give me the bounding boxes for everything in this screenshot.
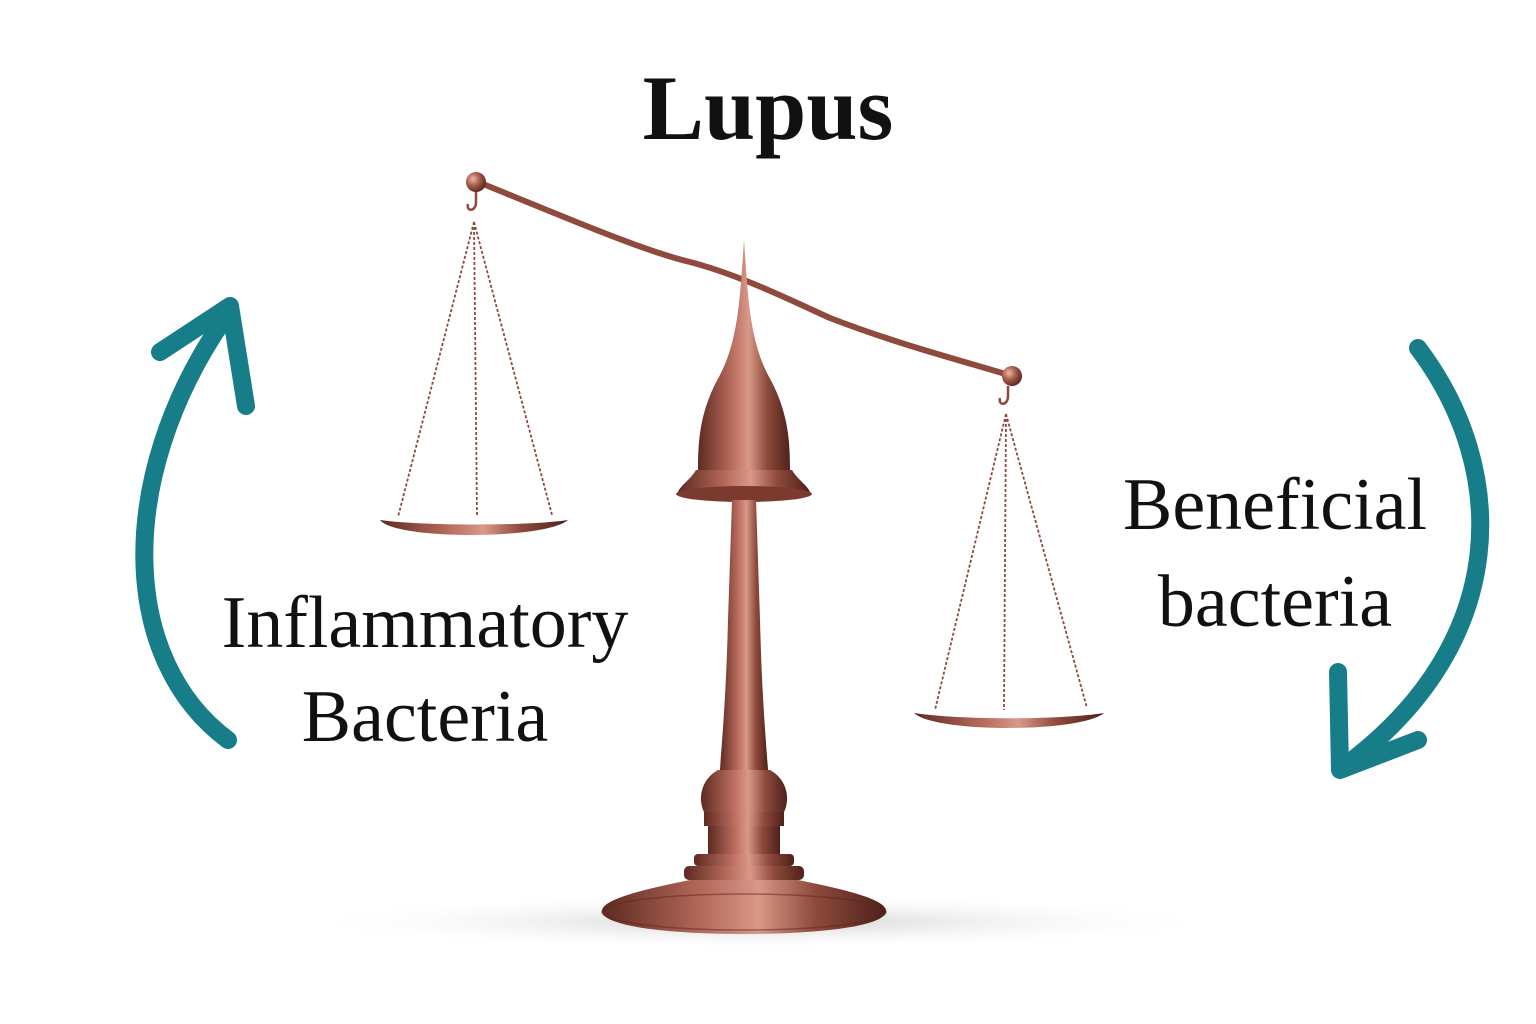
right-label-line-1: Beneficial — [1122, 464, 1428, 546]
left-label-line-2: Bacteria — [301, 676, 549, 758]
balance-scale-icon — [290, 172, 1230, 950]
diagram-title: Lupus — [642, 57, 894, 159]
curved-arrow-up-icon — [135, 297, 255, 749]
left-label-line-1: Inflammatory — [221, 582, 629, 664]
right-label-line-2: bacteria — [1157, 561, 1393, 643]
curved-arrow-down-icon — [1329, 339, 1490, 779]
